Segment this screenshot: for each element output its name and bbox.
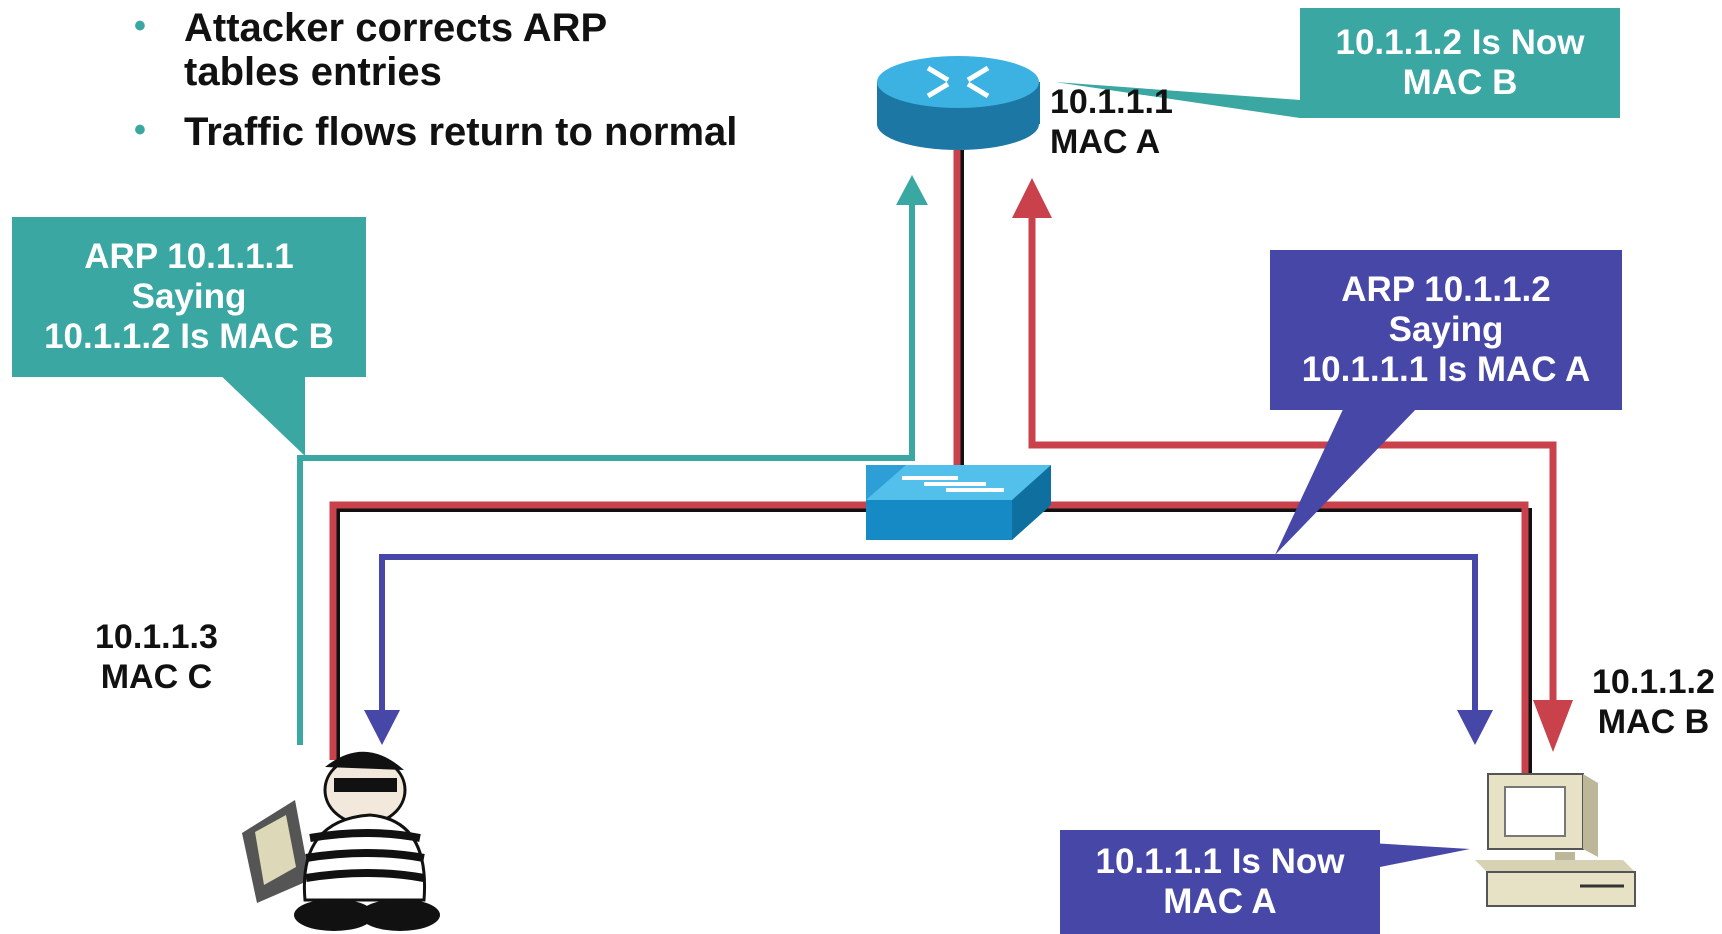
callout-tail-router-update xyxy=(1055,82,1300,118)
attacker-ip: 10.1.1.3 xyxy=(95,618,218,656)
pc-icon xyxy=(1475,773,1636,907)
callout-line: 10.1.1.1 Is Now xyxy=(1095,842,1345,881)
attacker-label: 10.1.1.3 MAC C xyxy=(95,617,218,697)
attacker-mac: MAC C xyxy=(100,658,213,696)
attacker-icon xyxy=(242,751,440,931)
red-arrowheads xyxy=(1012,178,1573,752)
blue-traffic-path xyxy=(379,554,1478,710)
switch-icon xyxy=(866,465,1051,540)
router-icon xyxy=(877,56,1040,150)
callout-tail-host-update xyxy=(1370,843,1470,869)
teal-traffic-path xyxy=(297,205,915,745)
callout-line: MAC B xyxy=(1402,63,1518,102)
router-label: 10.1.1.1 MAC A xyxy=(1050,82,1173,162)
callout-line: Saying xyxy=(131,277,247,316)
bullet-dot-icon: • xyxy=(134,7,146,45)
teal-arrowhead xyxy=(896,175,928,205)
callout-line: 10.1.1.1 Is MAC A xyxy=(1301,350,1591,389)
callout-line: MAC A xyxy=(1163,882,1277,921)
callout-line: ARP 10.1.1.1 xyxy=(84,237,294,276)
callout-line: 10.1.1.2 Is Now xyxy=(1335,23,1585,62)
bullet-dot-icon: • xyxy=(134,111,146,149)
router-mac: MAC A xyxy=(1050,123,1161,161)
bullet-item: • Traffic flows return to normal xyxy=(130,110,870,154)
callout-tail-arp-to-host xyxy=(1275,405,1420,555)
router-ip: 10.1.1.1 xyxy=(1050,83,1173,121)
callout-arp-to-router: ARP 10.1.1.1 Saying 10.1.1.2 Is MAC B xyxy=(12,217,366,377)
callout-router-update: 10.1.1.2 Is Now MAC B xyxy=(1300,8,1620,118)
bullet-list: • Attacker corrects ARP tables entries •… xyxy=(130,6,870,170)
callout-arp-to-host: ARP 10.1.1.2 Saying 10.1.1.1 Is MAC A xyxy=(1270,250,1622,410)
host-label: 10.1.1.2 MAC B xyxy=(1592,662,1715,742)
callout-tail-arp-to-router xyxy=(215,370,305,456)
callout-line: 10.1.1.2 Is MAC B xyxy=(44,317,334,356)
callout-line: Saying xyxy=(1388,310,1504,349)
callout-host-update: 10.1.1.1 Is Now MAC A xyxy=(1060,830,1380,934)
blue-arrowheads xyxy=(364,710,1493,745)
callout-line: ARP 10.1.1.2 xyxy=(1341,270,1551,309)
bullet-text: tables entries xyxy=(184,50,442,94)
bullet-item: • Attacker corrects ARP tables entries xyxy=(130,6,870,94)
host-mac: MAC B xyxy=(1597,703,1710,741)
host-ip: 10.1.1.2 xyxy=(1592,663,1715,701)
bullet-text: Attacker corrects ARP xyxy=(184,6,608,50)
bullet-text: Traffic flows return to normal xyxy=(184,110,738,154)
